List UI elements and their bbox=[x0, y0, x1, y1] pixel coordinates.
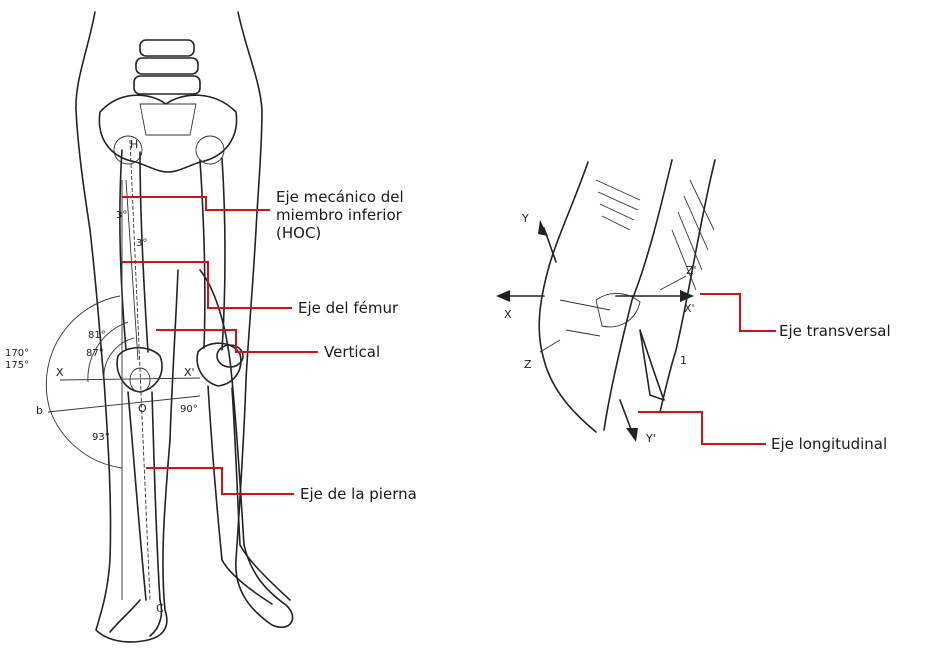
foot-right bbox=[110, 600, 162, 636]
letter-x-prime: X' bbox=[184, 366, 195, 379]
angle-93: 93° bbox=[92, 432, 110, 443]
body-outline-right bbox=[236, 12, 293, 627]
axis-x-prime: X' bbox=[684, 302, 695, 315]
label-vertical: Vertical bbox=[324, 343, 380, 361]
region-number-1: 1 bbox=[680, 354, 687, 367]
femur-right bbox=[120, 150, 148, 352]
angle-170: 170° bbox=[5, 348, 29, 359]
label-mechanical-axis-line1: Eje mecánico del bbox=[276, 188, 404, 206]
letter-b: b bbox=[36, 404, 43, 417]
knee-outline bbox=[539, 162, 596, 432]
label-leg-axis: Eje de la pierna bbox=[300, 485, 417, 503]
axis-x: X bbox=[504, 308, 512, 321]
angle-3-upper: 3° bbox=[116, 210, 127, 221]
vertebrae bbox=[134, 40, 200, 94]
label-transverse-axis: Eje transversal bbox=[779, 322, 891, 340]
angle-81: 81° bbox=[88, 330, 106, 341]
arrow-z-prime bbox=[660, 276, 686, 290]
label-femur-axis: Eje del fémur bbox=[298, 299, 399, 317]
angle-arc bbox=[46, 296, 122, 468]
knee-right bbox=[117, 348, 162, 392]
leader-mechanical-axis bbox=[122, 197, 270, 210]
label-mechanical-axis-line2: miembro inferior bbox=[276, 206, 403, 224]
leader-longitudinal-axis bbox=[638, 412, 766, 444]
label-longitudinal-axis: Eje longitudinal bbox=[771, 435, 887, 453]
femur-axis-line bbox=[126, 180, 138, 360]
legs-figure: H 3° 3° 81° 87° 170° 175° X X' O 90° b 9… bbox=[5, 12, 417, 642]
leader-vertical bbox=[156, 330, 318, 352]
label-mechanical-axis-line3: (HOC) bbox=[276, 224, 321, 242]
tibia-right bbox=[128, 392, 160, 600]
angle-3-lower: 3° bbox=[136, 238, 147, 249]
letter-x: X bbox=[56, 366, 64, 379]
angle-87: 87° bbox=[86, 348, 104, 359]
axis-z-prime: Z' bbox=[686, 264, 697, 277]
knee-figure: Y X X' Z' Z Y' 1 Eje transversal Eje lon… bbox=[496, 160, 891, 453]
letter-c: C bbox=[156, 602, 164, 615]
axis-z: Z bbox=[524, 358, 532, 371]
axis-y: Y bbox=[521, 212, 529, 225]
angle-175: 175° bbox=[5, 360, 29, 371]
body-outline-left bbox=[76, 12, 170, 642]
leader-femur-axis bbox=[122, 262, 292, 308]
letter-h: H bbox=[130, 138, 138, 151]
femur-left bbox=[200, 158, 225, 350]
leader-transverse-axis bbox=[700, 294, 776, 331]
pelvis bbox=[99, 95, 236, 172]
axis-y-prime: Y' bbox=[645, 432, 656, 445]
arrow-y-prime bbox=[620, 400, 632, 432]
arrow-z bbox=[540, 340, 560, 352]
angle-90: 90° bbox=[180, 404, 198, 415]
letter-o: O bbox=[138, 402, 147, 415]
